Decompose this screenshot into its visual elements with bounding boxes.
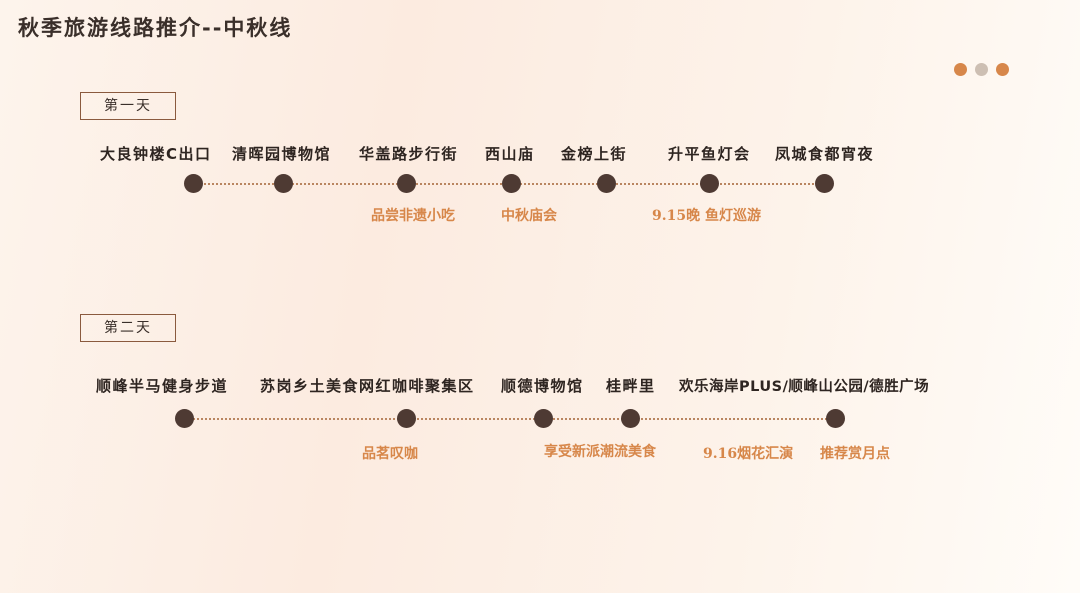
event-label: 品尝非遗小吃 bbox=[371, 208, 455, 224]
stop-node bbox=[621, 409, 640, 428]
stop-name: 凤城食都宵夜 bbox=[775, 145, 875, 163]
event-label: 推荐赏月点 bbox=[820, 446, 890, 462]
stop-node bbox=[175, 409, 194, 428]
event-label: 9.16烟花汇演 bbox=[703, 446, 794, 462]
pager-dot[interactable] bbox=[996, 63, 1009, 76]
stop-node bbox=[534, 409, 553, 428]
stop-node bbox=[184, 174, 203, 193]
stop-node bbox=[397, 174, 416, 193]
stop-name: 顺峰半马健身步道 bbox=[96, 377, 229, 395]
page-title: 秋季旅游线路推介--中秋线 bbox=[18, 16, 293, 40]
stop-name: 欢乐海岸PLUS/顺峰山公园/德胜广场 bbox=[679, 379, 930, 395]
event-label: 享受新派潮流美食 bbox=[544, 444, 656, 460]
stop-node bbox=[815, 174, 834, 193]
event-label: 9.15晚 鱼灯巡游 bbox=[652, 208, 761, 224]
stop-node bbox=[826, 409, 845, 428]
stop-name: 升平鱼灯会 bbox=[668, 145, 751, 163]
stop-node bbox=[700, 174, 719, 193]
day-label-2: 第二天 bbox=[80, 314, 176, 342]
stop-node bbox=[502, 174, 521, 193]
timeline-line bbox=[184, 418, 835, 420]
stop-name: 桂畔里 bbox=[606, 377, 656, 395]
event-label: 中秋庙会 bbox=[501, 208, 557, 224]
stop-name: 西山庙 bbox=[485, 145, 535, 163]
stop-name: 顺德博物馆 bbox=[501, 377, 584, 395]
day-label-1: 第一天 bbox=[80, 92, 176, 120]
stop-name: 华盖路步行街 bbox=[359, 145, 459, 163]
stop-node bbox=[274, 174, 293, 193]
stop-name: 金榜上街 bbox=[561, 145, 628, 163]
stop-name: 大良钟楼C出口 bbox=[100, 145, 212, 163]
pager-dots bbox=[954, 63, 1009, 76]
event-label: 品茗叹咖 bbox=[362, 446, 418, 462]
pager-dot[interactable] bbox=[975, 63, 988, 76]
stop-node bbox=[397, 409, 416, 428]
stop-name: 苏岗乡土美食网红咖啡聚集区 bbox=[260, 377, 475, 395]
pager-dot[interactable] bbox=[954, 63, 967, 76]
stop-node bbox=[597, 174, 616, 193]
stop-name: 清晖园博物馆 bbox=[232, 145, 332, 163]
